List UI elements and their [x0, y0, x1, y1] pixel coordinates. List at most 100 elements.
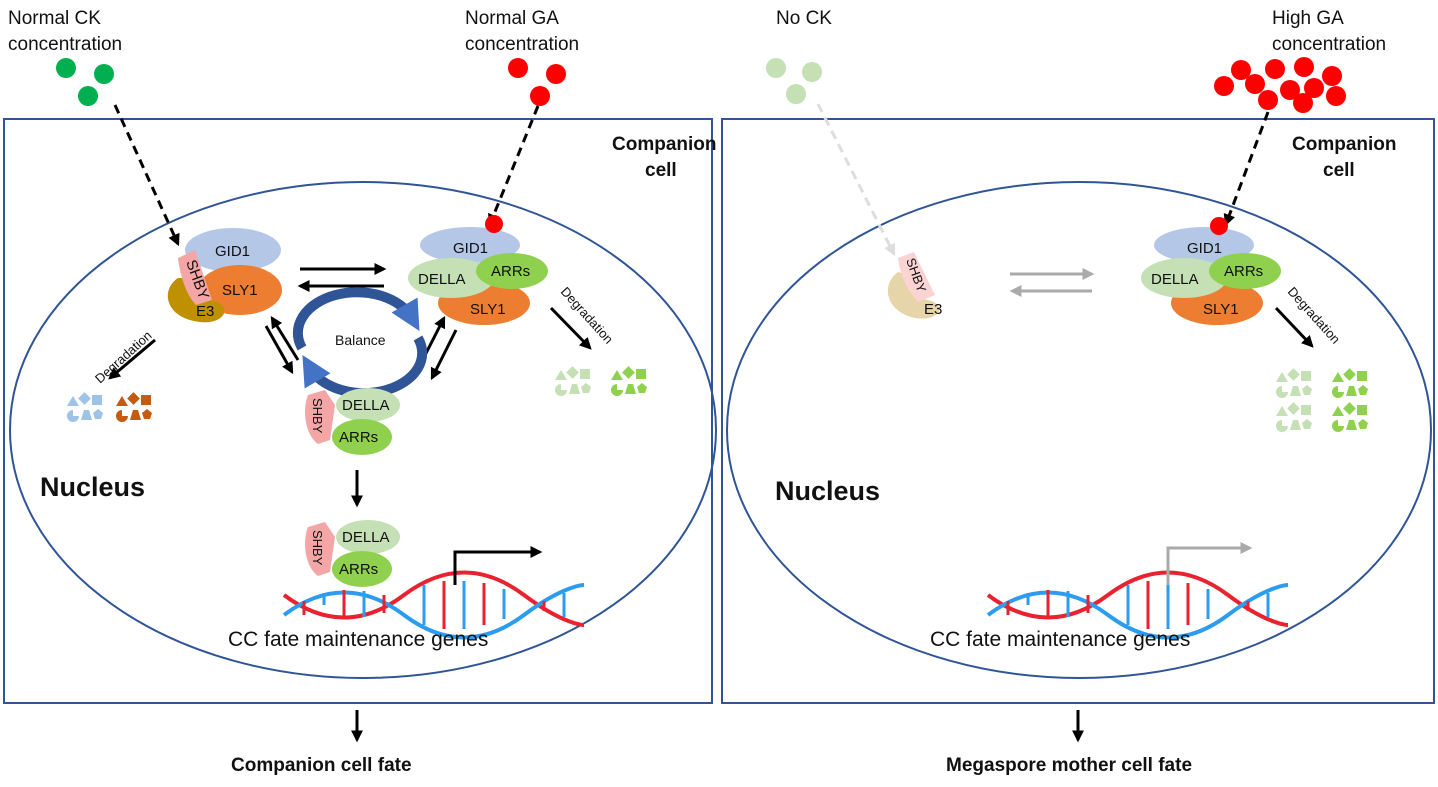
arrow [264, 325, 294, 375]
cell-label: Companion [612, 134, 717, 155]
degraded-sly1 [116, 392, 152, 422]
gid1-label: GID1 [1187, 240, 1222, 257]
complex-gid1-della-arrs-sly1: GID1 DELLA ARRs SLY1 [408, 215, 548, 325]
sly1-label: SLY1 [1203, 301, 1239, 318]
right-panel: No CK High GA concentration Companion ce… [721, 8, 1435, 776]
complex-gid1-shby-sly1-e3: GID1 SLY1 E3 SHBY [167, 228, 282, 323]
e3-label: E3 [924, 301, 942, 318]
cell-label-2: cell [645, 160, 677, 181]
cell-label-2: cell [1323, 160, 1355, 181]
ga-molecule [546, 64, 566, 84]
ga-bound [1210, 217, 1228, 235]
ck-arrow-faded [816, 103, 896, 257]
arrs-label: ARRs [491, 263, 530, 280]
ga-bound [485, 215, 503, 233]
arrs-label: ARRs [339, 429, 378, 446]
della-label: DELLA [342, 529, 390, 546]
complex-on-dna: DELLA ARRs SHBY [305, 520, 400, 587]
ga-label: Normal GA [465, 8, 559, 29]
balance-arrow-bottom [302, 335, 428, 399]
gid1-protein [420, 227, 520, 263]
della-label: DELLA [342, 397, 390, 414]
nucleus-membrane [726, 181, 1432, 679]
degradation-label: Degradation [1285, 284, 1344, 347]
arrs-label: ARRs [1224, 263, 1263, 280]
ck-molecule [94, 64, 114, 84]
cell-frame [721, 118, 1435, 704]
ck-label: Normal CK [8, 8, 101, 29]
ga-molecules-high [1214, 57, 1346, 113]
sly1-protein [198, 265, 282, 315]
ck-molecule [78, 86, 98, 106]
degraded-arrs [1332, 368, 1368, 398]
degraded-arrs [611, 366, 647, 396]
gid1-label: GID1 [453, 240, 488, 257]
ck-label: No CK [776, 8, 832, 29]
degraded-della [1276, 368, 1312, 398]
degraded-della [1276, 402, 1312, 432]
genes-label: CC fate maintenance genes [930, 628, 1190, 651]
arrs-protein [1209, 253, 1281, 289]
degradation-arrow [108, 338, 156, 380]
arrs-protein [332, 419, 392, 455]
outcome-label: Megaspore mother cell fate [946, 755, 1192, 776]
arrs-protein [476, 253, 548, 289]
nucleus-membrane [9, 181, 717, 679]
gid1-label: GID1 [215, 243, 250, 260]
degraded-gid1 [67, 392, 103, 422]
ck-molecule-faded [766, 58, 786, 78]
genes-label: CC fate maintenance genes [228, 628, 488, 651]
della-label: DELLA [1151, 271, 1199, 288]
complex-gid1-della-arrs-sly1: GID1 DELLA ARRs SLY1 [1141, 217, 1281, 325]
balance-cycle: Balance [292, 287, 428, 399]
arrs-label: ARRs [339, 561, 378, 578]
complex-shby-della-arrs: DELLA ARRs SHBY [305, 388, 400, 455]
gid1-protein [185, 228, 281, 272]
ga-label-2: concentration [465, 34, 579, 55]
left-panel: Normal CK concentration Normal GA concen… [3, 8, 717, 776]
ga-arrow [1223, 111, 1270, 227]
degraded-della [555, 366, 591, 396]
ga-molecule [508, 58, 528, 78]
gid1-protein [1154, 227, 1254, 263]
outcome-label: Companion cell fate [231, 755, 412, 776]
shby-label: SHBY [310, 530, 325, 566]
ck-molecule-faded [802, 62, 822, 82]
ga-label-2: concentration [1272, 34, 1386, 55]
transcription-arrow-faded [1166, 542, 1253, 585]
shby-protein [305, 390, 335, 444]
degraded-arrs [1332, 402, 1368, 432]
cell-frame [3, 118, 713, 704]
ga-arrow [488, 105, 540, 227]
ck-molecule [56, 58, 76, 78]
arrs-protein [332, 551, 392, 587]
ck-arrow [113, 104, 180, 247]
transcription-arrow [453, 546, 543, 585]
della-protein [336, 388, 400, 422]
nucleus-label: Nucleus [775, 476, 880, 506]
sly1-label: SLY1 [222, 282, 258, 299]
arrow [430, 329, 458, 381]
ga-label: High GA [1272, 8, 1344, 29]
balance-label: Balance [335, 332, 386, 348]
ck-label-2: concentration [8, 34, 122, 55]
arrow [270, 315, 300, 361]
cell-label: Companion [1292, 134, 1397, 155]
balance-arrow-top [292, 287, 420, 351]
della-protein [336, 520, 400, 554]
della-protein [1141, 258, 1227, 298]
complex-shby-e3-faded: E3 SHBY [887, 252, 942, 319]
degradation-arrow [1274, 306, 1314, 348]
shby-protein [178, 250, 212, 305]
sly1-label: SLY1 [470, 301, 506, 318]
shby-label: SHBY [310, 398, 325, 434]
nucleus-label: Nucleus [40, 472, 145, 502]
degradation-label: Degradation [558, 284, 617, 347]
della-protein [408, 258, 494, 298]
e3-label: E3 [196, 303, 214, 320]
ga-molecule [530, 86, 550, 106]
degradation-label: Degradation [92, 328, 155, 387]
degradation-arrow [549, 306, 592, 350]
shby-protein [305, 522, 335, 576]
